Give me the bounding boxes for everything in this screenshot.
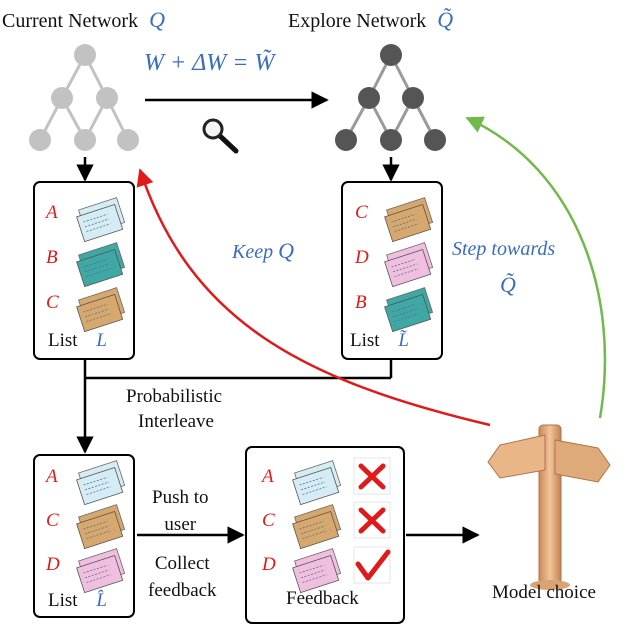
current-list-title: List L <box>48 330 107 351</box>
magnifier-icon <box>202 118 239 154</box>
card-icon <box>76 504 126 550</box>
card-icon <box>76 197 126 243</box>
list-item-letter: C <box>46 510 59 531</box>
explore-network-graph <box>335 44 446 151</box>
collect-feedback-label: Collect feedback <box>148 553 217 601</box>
feedback-item-letter: D <box>262 554 276 575</box>
explore-network-title: Explore Network Q̃ <box>288 7 454 32</box>
card-icon <box>384 242 434 288</box>
model-choice-label: Model choice <box>492 582 596 603</box>
feedback-title: Feedback <box>286 588 359 609</box>
feedback-item-letter: C <box>262 510 275 531</box>
card-icon <box>76 460 126 506</box>
list-item-letter: A <box>46 202 58 223</box>
card-icon <box>292 460 342 506</box>
list-item-letter: A <box>46 466 58 487</box>
list-item-letter: C <box>46 292 59 313</box>
document-cards <box>76 197 434 594</box>
card-icon <box>76 242 126 288</box>
cross-icon <box>358 507 386 534</box>
card-icon <box>292 504 342 550</box>
list-item-letter: D <box>46 554 60 575</box>
feedback-box <box>245 446 405 624</box>
step-towards-symbol: Q̃ <box>500 272 516 297</box>
card-icon <box>384 287 434 333</box>
list-item-letter: B <box>46 247 58 268</box>
cross-icon <box>358 463 386 490</box>
card-icon <box>384 197 434 243</box>
current-network-graph <box>29 44 139 151</box>
feedback-marks <box>353 457 391 584</box>
step-towards-arrow <box>465 116 607 419</box>
update-equation: W + ΔW = W̃ <box>144 50 275 76</box>
signpost-icon <box>487 424 611 590</box>
card-icon <box>76 548 126 594</box>
interleaved-list-title: List L̂ <box>48 590 107 611</box>
step-towards-label-line1: Step towards <box>452 238 556 260</box>
current-network-symbol: Q <box>149 7 165 32</box>
card-icon <box>292 548 342 594</box>
push-to-user-label: Push to user <box>152 487 209 535</box>
keep-label: Keep Q <box>232 238 294 263</box>
explore-list-title: List L̃ <box>350 330 409 351</box>
card-icon <box>76 287 126 333</box>
keep-arrow <box>136 168 491 427</box>
feedback-item-letter: A <box>262 466 274 487</box>
interleaved-list-box <box>33 454 135 618</box>
list-item-letter: D <box>355 247 369 268</box>
interleave-label: Probabilistic Interleave <box>126 386 223 432</box>
explore-network-symbol: Q̃ <box>437 7 454 32</box>
list-item-letter: C <box>355 202 368 223</box>
list-item-letter: B <box>355 292 367 313</box>
current-network-title: Current Network Q <box>2 7 165 32</box>
check-icon <box>355 549 391 581</box>
